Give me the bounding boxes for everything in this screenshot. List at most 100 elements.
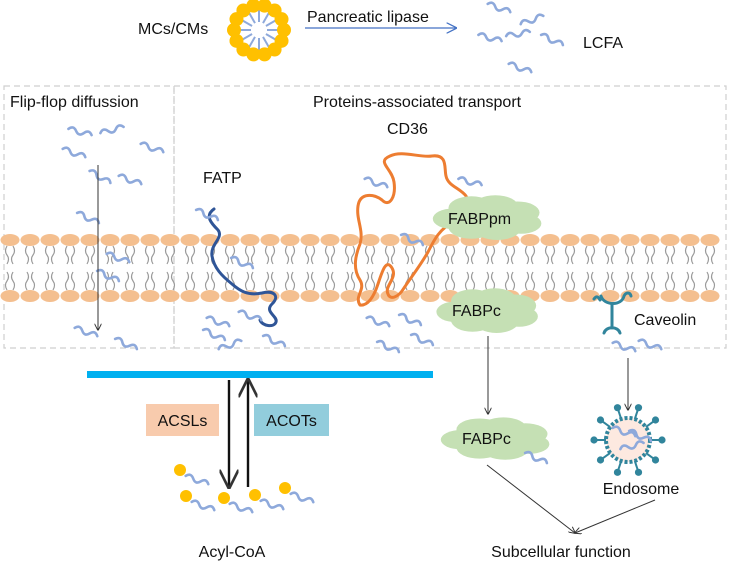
endosome-knob (658, 436, 666, 444)
fatty-acid-icon (289, 491, 315, 504)
lipid-tail (550, 245, 556, 265)
lipid-tail (430, 271, 436, 291)
cd36-protein (353, 152, 470, 307)
micelle-head (257, 47, 272, 62)
lipid-tail (150, 271, 156, 291)
lipid-tail (504, 271, 510, 291)
coa-head (174, 464, 186, 476)
fatty-acid-icon (627, 428, 653, 443)
fatty-acid-icon (397, 312, 423, 327)
lipid-tail (690, 245, 696, 265)
lipid-tail (244, 245, 250, 265)
lipid-tail (44, 245, 50, 265)
fatty-acid-icon (611, 340, 637, 353)
lipid-tail (570, 245, 576, 265)
lipid-tail (410, 245, 416, 265)
caveolin-fatty-acids (611, 338, 663, 353)
endosome-knob (596, 416, 605, 424)
lipid-tail (350, 271, 356, 291)
lipid-tail (664, 271, 670, 291)
lipid-tail (270, 245, 276, 265)
lipid-tail (384, 271, 390, 291)
lipid-bilayer (0, 234, 720, 302)
lipid-tail (150, 245, 156, 265)
lipid-tail (264, 245, 270, 265)
lipid-tail (684, 271, 690, 291)
lipid-head (400, 290, 420, 302)
fatp-fatty-acids (194, 207, 287, 351)
fatty-acid-icon (61, 146, 87, 159)
lipid-tail (4, 271, 10, 291)
lipid-tail (304, 271, 310, 291)
lipid-tail (64, 271, 70, 291)
fatty-acid-icon (637, 338, 663, 351)
lipid-tail (650, 271, 656, 291)
endosome-knob (590, 436, 598, 444)
fatty-acid-icon (539, 32, 565, 47)
lipid-tail (84, 245, 90, 265)
lipid-tail (90, 245, 96, 265)
lipid-tail (684, 245, 690, 265)
fatty-acid-icon (523, 450, 549, 465)
lipid-tail (64, 245, 70, 265)
lipid-head (380, 234, 400, 246)
lipid-tail (370, 245, 376, 265)
acyl-coa-label: Acyl-CoA (199, 544, 266, 561)
lipid-tail (524, 245, 530, 265)
lipid-tail (50, 245, 56, 265)
endosome-knob (596, 456, 605, 464)
lipid-head (520, 234, 540, 246)
fatty-acid-icon (261, 333, 287, 348)
fatty-acid-icon (95, 268, 121, 283)
lipid-tail (404, 245, 410, 265)
lipid-tail (210, 271, 216, 291)
micelle-tail (248, 36, 256, 48)
micelle-tail (265, 33, 277, 41)
fatp-protein (207, 207, 278, 328)
lipid-head (320, 234, 340, 246)
lipid-tail (290, 245, 296, 265)
acsls-box (146, 404, 219, 436)
lipid-tail (464, 245, 470, 265)
subcellular-function-label: Subcellular function (491, 544, 631, 561)
lipid-tail (490, 271, 496, 291)
lipid-head (80, 234, 100, 246)
lipid-tail (364, 271, 370, 291)
lipid-tail (70, 245, 76, 265)
lipid-tail (510, 245, 516, 265)
lipid-head (180, 290, 200, 302)
fatty-acid-icon (67, 126, 93, 137)
coa-head (279, 482, 291, 494)
lipid-tail (704, 271, 710, 291)
lipid-tail (544, 245, 550, 265)
lipid-tail (290, 271, 296, 291)
fabpc-cytosol-cloud (440, 417, 550, 465)
lipid-tail (270, 271, 276, 291)
lipid-tail (184, 271, 190, 291)
lipid-head (20, 290, 40, 302)
lipid-tail (584, 271, 590, 291)
lipid-tail (630, 271, 636, 291)
fatty-acid-icon (194, 207, 220, 222)
mcs-label: MCs/CMs (138, 21, 208, 38)
lipid-tail (10, 271, 16, 291)
lipid-head (640, 234, 660, 246)
lipid-head (160, 290, 180, 302)
fatty-acid-icon (259, 498, 285, 511)
lipid-head (680, 234, 700, 246)
coa-head (180, 490, 192, 502)
flipflop-fatty-acids (61, 124, 165, 351)
lipid-tail (490, 245, 496, 265)
fatty-acid-icon (113, 336, 139, 351)
fatty-acid-icon (375, 339, 401, 354)
lipid-tail (610, 271, 616, 291)
lipid-head (560, 234, 580, 246)
lipid-tail (670, 245, 676, 265)
lipid-tail (350, 245, 356, 265)
lipid-head (200, 290, 220, 302)
lipid-tail (544, 271, 550, 291)
lipid-head (600, 290, 620, 302)
lipid-tail (284, 245, 290, 265)
lipid-tail (250, 271, 256, 291)
lipid-tail (644, 245, 650, 265)
